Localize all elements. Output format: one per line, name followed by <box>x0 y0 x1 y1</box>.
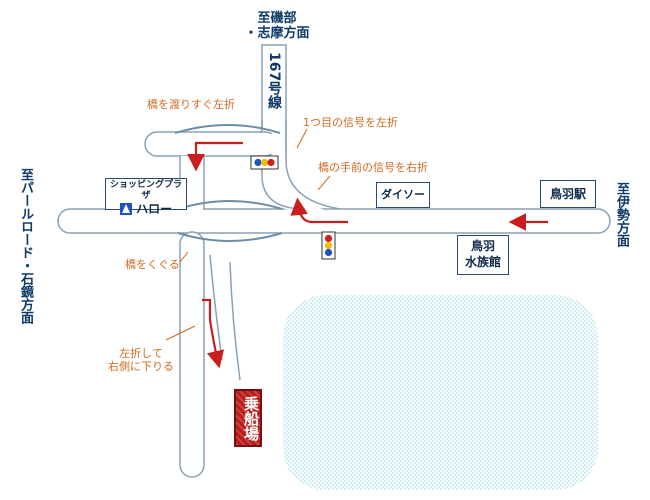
note-signal-before-bridge: 橋の手前の信号を右折 <box>318 161 428 174</box>
direction-west: 至パールロード・石鏡方面 <box>18 168 33 324</box>
note-turn-left-down: 左折して 右側に下りる <box>108 347 174 373</box>
note-under-bridge: 橋をくぐる <box>125 258 180 271</box>
toba-station-box: 鳥羽駅 <box>540 180 596 208</box>
arrow-upper-left <box>187 141 243 172</box>
note-leaders <box>165 128 331 341</box>
bridge-upper <box>174 124 281 134</box>
south-road <box>179 231 205 478</box>
channel <box>209 254 241 381</box>
route-number: 167号線 <box>266 52 282 110</box>
north-road-curve-edge-2 <box>285 120 341 210</box>
shopping-plaza-name-row: ハロー <box>106 202 186 217</box>
note-cross-bridge: 橋を渡りすぐ左折 <box>147 98 235 111</box>
traffic-light-upper <box>250 155 279 170</box>
pier-label: 乗船場 <box>234 389 262 447</box>
sea-area <box>283 295 598 490</box>
bridges <box>174 124 283 242</box>
direction-north: 至磯部 ・志摩方面 <box>244 11 310 41</box>
toba-station-label: 鳥羽駅 <box>549 187 586 201</box>
north-road-curve <box>262 150 330 212</box>
daiso-label: ダイソー <box>381 188 425 201</box>
hello-logo-icon <box>119 203 132 215</box>
shopping-plaza-name: ハロー <box>136 202 173 216</box>
bridge-main-top <box>177 200 283 210</box>
traffic-light-lower <box>321 231 336 260</box>
shopping-plaza-label: ショッピングプラザ <box>109 180 182 201</box>
direction-east: 至伊勢方面 <box>614 182 629 247</box>
arrow-right-turn <box>290 197 348 224</box>
arrow-down <box>202 298 225 369</box>
route-arrows <box>187 141 548 369</box>
aquarium-box: 鳥羽 水族館 <box>457 235 509 275</box>
daiso-box: ダイソー <box>376 182 430 208</box>
shopping-plaza: ショッピングプラザ ハロー <box>105 178 187 216</box>
bridge-main-bottom <box>177 232 283 242</box>
note-first-signal: 1つ目の信号を左折 <box>303 116 398 129</box>
